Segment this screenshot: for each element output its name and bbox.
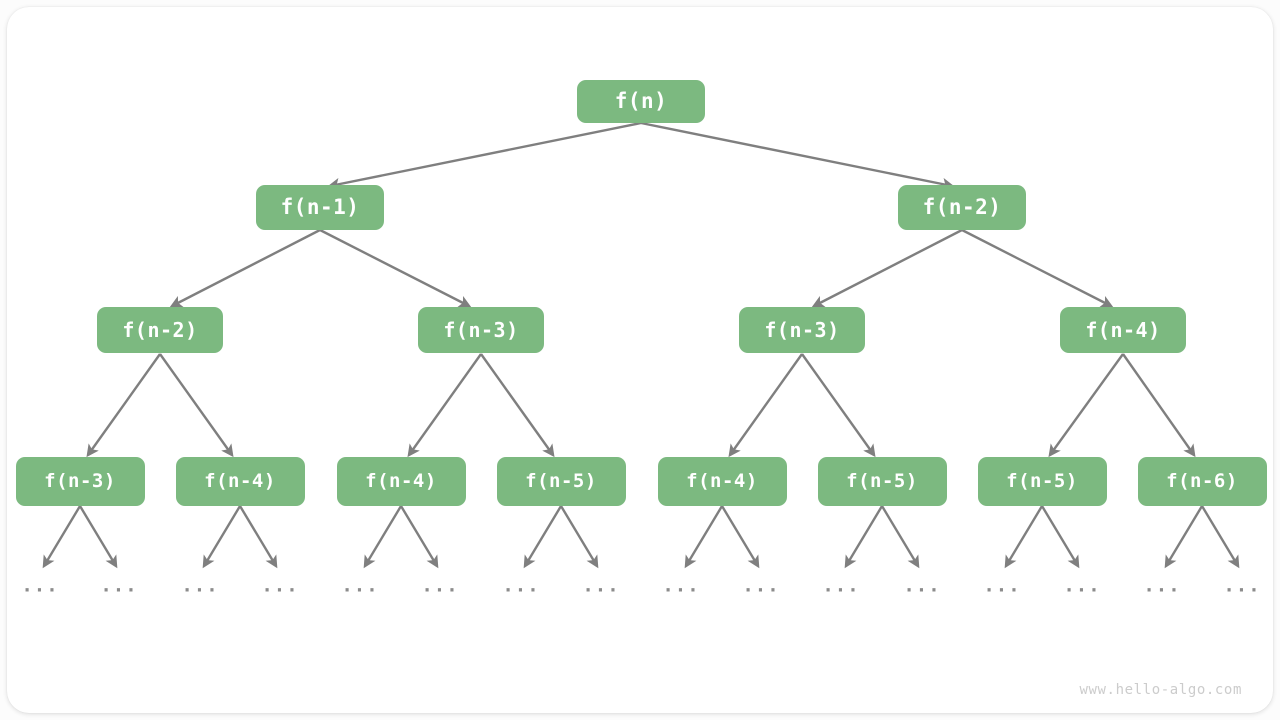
ellipsis-marker: ... [822,574,860,597]
tree-node: f(n-5) [496,456,626,506]
tree-node: f(n-3) [418,307,544,353]
tree-node: f(n-2) [97,307,223,353]
ellipsis-marker: ... [100,574,138,597]
tree-node: f(n) [577,79,705,123]
ellipsis-marker: ... [1063,574,1101,597]
ellipsis-marker: ... [1143,574,1181,597]
ellipsis-marker: ... [742,574,780,597]
ellipsis-marker: ... [21,574,59,597]
ellipsis-marker: ... [983,574,1021,597]
ellipsis-marker: ... [502,574,540,597]
tree-node: f(n-3) [739,307,865,353]
ellipsis-marker: ... [662,574,700,597]
tree-node: f(n-3) [15,456,145,506]
tree-node: f(n-4) [175,456,305,506]
tree-node: f(n-5) [817,456,947,506]
tree-node: f(n-1) [256,184,384,230]
ellipsis-marker: ... [582,574,620,597]
ellipsis-marker: ... [261,574,299,597]
ellipsis-marker: ... [421,574,459,597]
tree-node: f(n-4) [657,456,787,506]
ellipsis-marker: ... [1223,574,1261,597]
ellipsis-marker: ... [903,574,941,597]
tree-node: f(n-2) [898,184,1026,230]
watermark-label: www.hello-algo.com [1079,682,1242,698]
ellipsis-marker: ... [341,574,379,597]
tree-node: f(n-4) [336,456,466,506]
tree-node: f(n-5) [977,456,1107,506]
ellipsis-marker: ... [181,574,219,597]
tree-node: f(n-6) [1137,456,1267,506]
tree-node: f(n-4) [1060,307,1186,353]
